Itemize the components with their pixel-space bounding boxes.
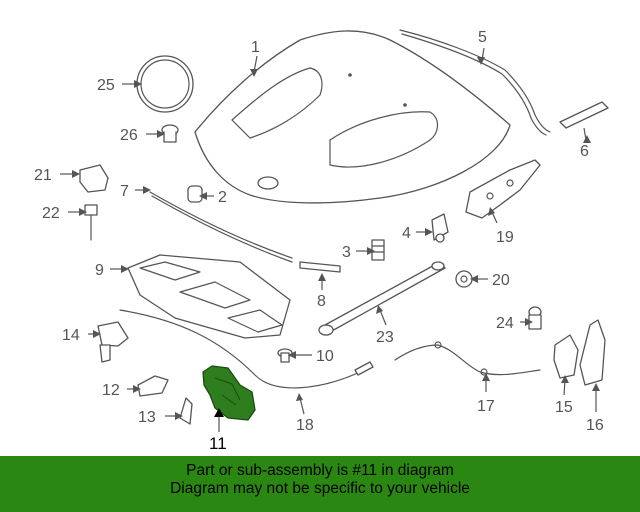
support-bracket-part: [579, 319, 606, 386]
highlighted-latch-part: [202, 365, 256, 421]
front-seal-part: [149, 191, 293, 263]
info-banner: Part or sub-assembly is #11 in diagram D…: [0, 456, 640, 512]
callout-8: 8: [317, 293, 326, 310]
small-clip-part: [179, 397, 193, 425]
bracket-part: [79, 164, 109, 193]
callout-26: 26: [120, 127, 138, 144]
latch-bracket-part: [97, 321, 129, 363]
callout-10: 10: [316, 348, 334, 365]
callout-9: 9: [95, 262, 104, 279]
callout-2: 2: [218, 189, 227, 206]
hood-part: [194, 30, 511, 204]
callout-21: 21: [34, 167, 52, 184]
bump-stop-part: [528, 306, 542, 330]
bumper-stop-part: [161, 124, 179, 143]
cable-part: [394, 341, 541, 376]
callout-20: 20: [492, 272, 510, 289]
callout-4: 4: [402, 225, 411, 242]
handle-part: [137, 375, 169, 397]
arrowheads: [72, 57, 600, 420]
callout-13: 13: [138, 409, 156, 426]
banner-line-1: Part or sub-assembly is #11 in diagram: [186, 462, 454, 479]
bolt-part: [84, 204, 98, 241]
fastener-part: [371, 239, 385, 261]
seal-part: [399, 29, 551, 136]
parts-diagram: 1 5 6 25 26 21 22 7 2 3 4 19 20 8 9 23 2…: [34, 29, 609, 453]
callout-17: 17: [477, 398, 495, 415]
callout-18: 18: [296, 417, 314, 434]
callout-6: 6: [580, 143, 589, 160]
clip-part: [431, 213, 449, 243]
gas-strut-part: [318, 261, 446, 336]
callout-16: 16: [586, 417, 604, 434]
trim-part: [559, 101, 609, 129]
ring-seal-part: [136, 55, 194, 113]
callout-23: 23: [376, 329, 394, 346]
callout-19: 19: [496, 229, 514, 246]
callout-1: 1: [251, 39, 260, 56]
callout-15: 15: [555, 399, 573, 416]
release-cable-part: [119, 309, 374, 389]
callout-labels: 1 5 6 25 26 21 22 7 2 3 4 19 20 8 9 23 2…: [34, 29, 604, 453]
callout-14: 14: [62, 327, 80, 344]
callout-12: 12: [102, 382, 120, 399]
callout-11: 11: [209, 434, 227, 453]
callout-24: 24: [496, 315, 514, 332]
banner-line-2: Diagram may not be specific to your vehi…: [170, 480, 470, 497]
grommet-part: [187, 185, 203, 203]
latch-part: [553, 334, 579, 379]
callout-25: 25: [97, 77, 115, 94]
seal-strip-part: [299, 261, 341, 273]
nut-part: [455, 270, 473, 288]
insulator-part: [127, 254, 291, 339]
callout-22: 22: [42, 205, 60, 222]
hinge-part: [465, 159, 541, 219]
callout-7: 7: [120, 183, 129, 200]
callout-5: 5: [478, 29, 487, 46]
callout-3: 3: [342, 244, 351, 261]
